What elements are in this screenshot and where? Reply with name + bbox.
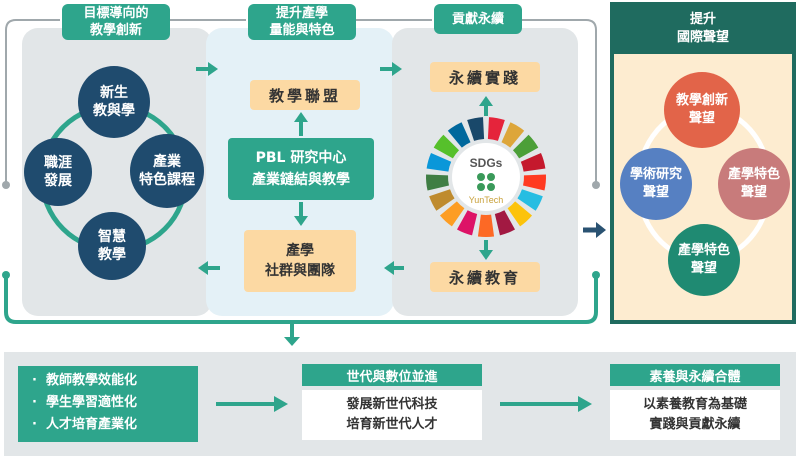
bullet-item: · 教師教學效能化: [32, 370, 198, 392]
header-col2-line2: 量能與特色: [269, 23, 335, 38]
col3-up-arrow: [479, 96, 493, 116]
bottom-right-title: 素養與永續合體: [610, 364, 780, 386]
cycle4-bottom-line1: 產學特色: [677, 243, 730, 258]
bottom-right-line2: 實踐與貢獻永續: [649, 417, 741, 432]
cycle4-top-line2: 聲望: [688, 111, 715, 126]
cycle4-top-line1: 教學創新: [675, 93, 728, 108]
cycle1-bottom-line1: 智慧: [98, 229, 126, 245]
cycle4-left-line1: 學術研究: [629, 167, 682, 182]
sdgs-label: SDGs: [470, 156, 503, 170]
header-col1-line1: 目標導向的: [83, 6, 149, 21]
sdg-segment: [494, 210, 515, 236]
bottom-right-title-text: 素養與永續合體: [649, 369, 741, 385]
cycle1-node-bottom: 智慧 教學: [78, 212, 146, 280]
sdg-segment: [429, 189, 455, 211]
cycle1-right-line2: 特色課程: [139, 172, 195, 188]
sdg-segment: [517, 189, 543, 211]
cycle1-bottom-line2: 教學: [98, 247, 126, 263]
sdg-segment: [467, 117, 485, 141]
cycle1-node-top: 新生 教與學: [78, 66, 150, 138]
sdg-segment: [520, 152, 546, 172]
bottom-middle-line1: 發展新世代科技: [346, 397, 438, 412]
col2-community-line1: 產學: [286, 243, 314, 259]
cycle1-right-line1: 產業: [153, 154, 181, 170]
bottom-bullets-box: · 教師教學效能化 · 學生學習適性化 · 人才培育產業化: [18, 366, 198, 442]
col3-practice-box: 永續實踐: [430, 62, 540, 92]
sdg-segment: [439, 201, 465, 227]
header-col4-line2: 國際聲望: [676, 30, 729, 45]
col3-practice-label: 永續實踐: [448, 68, 521, 87]
cycle1-top-line2: 教與學: [93, 103, 135, 119]
header-col1: 目標導向的 教學創新: [62, 4, 170, 40]
bullet-text-1: 教師教學效能化: [46, 373, 138, 388]
sdg-segment: [457, 210, 478, 236]
bullet-dot: ·: [32, 395, 46, 410]
header-col4-line1: 提升: [689, 12, 716, 27]
cycle1-top-line1: 新生: [100, 85, 128, 101]
col2-center-line1: PBL 研究中心: [255, 150, 347, 166]
header-col2: 提升產學 量能與特色: [248, 4, 356, 40]
cycle4-left-line2: 聲望: [642, 185, 669, 200]
bullet-dot: ·: [32, 373, 46, 388]
sdg-segment: [523, 174, 546, 191]
col2-vertical-arrows: [294, 112, 308, 226]
col2-alliance-label: 教學聯盟: [268, 86, 341, 105]
sdgs-wheel-icon: SDGs YunTech: [426, 117, 546, 237]
cycle1-left-line1: 職涯: [44, 155, 72, 171]
bullet-item: · 人才培育產業化: [32, 414, 198, 436]
bullet-dot: ·: [32, 417, 46, 432]
bottom-middle-title-text: 世代與數位並進: [346, 369, 438, 385]
sdg-segment: [507, 201, 533, 227]
cycle4-node-right: 產學特色 聲望: [718, 148, 790, 220]
yuntech-label: YunTech: [469, 195, 504, 205]
header-col2-line1: 提升產學: [275, 6, 328, 21]
cycle1-left-line2: 發展: [44, 173, 72, 189]
cycle4-node-left: 學術研究 聲望: [620, 148, 692, 220]
sdg-segment: [433, 134, 460, 159]
header-col4: 提升 國際聲望: [614, 6, 792, 52]
col3-education-box: 永續教育: [430, 262, 540, 292]
bottom-middle-box: 發展新世代科技 培育新世代人才: [302, 390, 482, 440]
header-col3-line1: 貢獻永續: [451, 11, 504, 27]
sdg-segment: [477, 214, 495, 237]
bottom-right-line1: 以素養教育為基礎: [642, 397, 747, 412]
yuntech-logo-icon: [477, 173, 495, 191]
sdg-segment: [501, 122, 525, 148]
col2-center-line2: 產業鏈結與教學: [252, 172, 350, 188]
bottom-middle-line2: 培育新世代人才: [346, 417, 438, 432]
col3-education-label: 永續教育: [448, 268, 521, 287]
bottom-right-box: 以素養教育為基礎 實踐與貢獻永續: [610, 390, 780, 440]
col2-alliance-box: 教學聯盟: [250, 80, 360, 110]
header-col3: 貢獻永續: [434, 4, 522, 34]
sdg-segment: [447, 122, 471, 148]
sdg-segment: [512, 134, 539, 159]
cycle4-node-top: 教學創新 聲望: [664, 72, 740, 148]
bottom-middle-title: 世代與數位並進: [302, 364, 482, 386]
cycle4-right-line1: 產學特色: [727, 167, 780, 182]
cycle1-node-left: 職涯 發展: [24, 138, 92, 206]
col2-center-box: PBL 研究中心 產業鏈結與教學: [228, 138, 374, 200]
cycle4-bottom-line2: 聲望: [690, 261, 717, 276]
cycle4-node-bottom: 產學特色 聲望: [668, 224, 740, 296]
bullet-item: · 學生學習適性化: [32, 392, 198, 414]
bullet-text-3: 人才培育產業化: [46, 417, 138, 432]
header-col1-line2: 教學創新: [89, 23, 142, 38]
col3-down-arrow: [479, 240, 493, 260]
col2-community-box: 產學 社群與團隊: [244, 230, 356, 292]
sdg-segment: [487, 117, 505, 141]
col2-community-line2: 社群與團隊: [265, 263, 335, 279]
bullet-text-2: 學生學習適性化: [46, 395, 138, 410]
cycle1-node-right: 產業 特色課程: [130, 134, 204, 208]
cycle4-right-line2: 聲望: [740, 185, 767, 200]
sdg-segment: [426, 152, 452, 172]
sdg-segment: [426, 174, 449, 191]
